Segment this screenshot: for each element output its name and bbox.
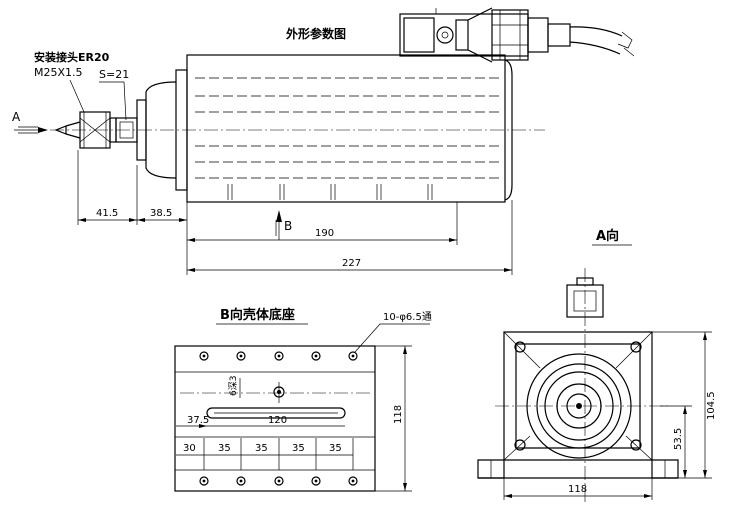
dim-190: 190	[315, 228, 334, 239]
view-b-arrow-label: B	[284, 219, 292, 233]
dim-120: 120	[268, 415, 287, 426]
base-plate	[174, 345, 376, 492]
dim-35-d: 35	[329, 443, 342, 454]
base-view: B向壳体底座 10-φ6.5通	[174, 307, 432, 492]
collet-label: 安装接头ER20	[34, 50, 110, 64]
side-view: 安装接头ER20 M25X1.5 S=21 A B	[12, 7, 635, 275]
base-holes-top	[199, 351, 358, 361]
view-a-arrow-label: A	[12, 110, 21, 124]
depth-label: 6深3	[228, 376, 239, 396]
drawing-title: 外形参数图	[286, 26, 346, 41]
dim-41-5: 41.5	[96, 208, 118, 219]
dim-104-5: 104.5	[706, 391, 717, 420]
side-dimensions: 41.5 38.5 190 227	[77, 150, 513, 275]
holes-leader	[354, 323, 381, 353]
dim-35-b: 35	[255, 443, 268, 454]
connector-plug	[399, 7, 635, 63]
wrench-leader	[123, 81, 127, 121]
dim-end-118: 118	[568, 484, 587, 495]
view-a-title: A向	[596, 228, 619, 244]
motor-fins	[195, 77, 500, 200]
thread-label: M25X1.5	[34, 66, 83, 79]
collet-leader	[69, 79, 85, 113]
dim-35-c: 35	[292, 443, 305, 454]
dim-227: 227	[342, 258, 361, 269]
base-slot	[206, 407, 346, 419]
cutter-tool	[65, 121, 81, 139]
wrench-size-label: S=21	[99, 68, 129, 81]
dim-53-5: 53.5	[673, 428, 684, 450]
dim-35-a: 35	[218, 443, 231, 454]
motor-body	[186, 54, 506, 203]
base-view-title: B向壳体底座	[220, 307, 295, 323]
end-view: A向 118	[477, 228, 717, 505]
dim-base-118: 118	[393, 405, 404, 424]
dim-30: 30	[183, 443, 196, 454]
dim-38-5: 38.5	[150, 208, 172, 219]
dim-37-5: 37.5	[187, 415, 209, 426]
base-holes-bottom	[199, 476, 358, 486]
holes-label: 10-φ6.5通	[383, 311, 432, 323]
